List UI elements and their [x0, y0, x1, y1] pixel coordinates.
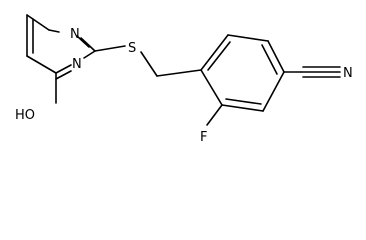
- atom-label-nitrogen-bottom: N: [72, 57, 82, 72]
- bond-c-f: [206, 104, 223, 126]
- bond: [221, 104, 264, 112]
- bond: [261, 44, 278, 75]
- benzene-ring: [200, 34, 285, 112]
- bond: [80, 37, 96, 52]
- atom-label-nitrile-nitrogen: N: [343, 66, 353, 81]
- atom-label-fluorine: F: [200, 130, 207, 145]
- pyrimidine-ring: [26, 14, 96, 80]
- atom-label-hydroxyl: HO: [15, 108, 35, 123]
- bond: [262, 71, 285, 112]
- bond-c-s: [94, 45, 126, 52]
- bond: [55, 64, 72, 74]
- bond-s-ch2: [140, 51, 158, 77]
- bond: [227, 34, 269, 42]
- bond: [225, 98, 262, 105]
- bond: [26, 55, 57, 74]
- bond-ch2-ring: [156, 69, 202, 77]
- atom-label-sulfur: S: [128, 41, 136, 56]
- bond: [267, 40, 285, 73]
- bond: [48, 29, 60, 33]
- chemical-structure: N N S HO F N: [15, 14, 353, 145]
- atom-label-nitrogen-top: N: [70, 27, 80, 42]
- bond: [83, 50, 96, 59]
- bond: [207, 41, 231, 71]
- bond: [55, 70, 72, 80]
- bond: [200, 69, 223, 106]
- bond: [76, 35, 90, 48]
- bond: [200, 34, 229, 71]
- bond: [26, 14, 50, 31]
